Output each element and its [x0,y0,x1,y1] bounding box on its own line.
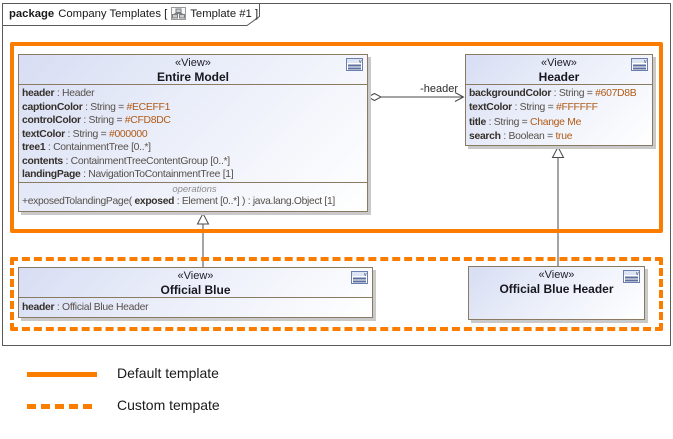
attributes-compartment: header : Official Blue Header [19,297,372,315]
view-window-icon: v [631,58,648,71]
class-name: Official Blue [160,283,231,297]
attribute: controlColor : String = #CFD8DC [22,115,171,126]
package-keyword: package [9,7,55,20]
aggregation-diamond-icon [366,92,383,102]
operations-compartment: operations +exposedTolandingPage( expose… [19,181,367,208]
legend-line-solid [27,372,97,377]
view-window-icon: v [351,271,368,284]
package-name: Company Templates [ [58,7,168,20]
operation: +exposedTolandingPage( exposed : Element… [22,195,335,207]
legend-label-default: Default template [117,365,219,381]
attribute: header : Official Blue Header [22,302,149,313]
attribute: tree1 : ContainmentTree [0..*] [22,142,151,153]
attribute: landingPage : NavigationToContainmentTre… [22,169,234,180]
class-title: «View» Entire Model v [19,55,367,84]
svg-text:v: v [359,59,362,65]
attribute: header : Header [22,88,95,99]
package-tab[interactable]: package Company Templates [ Template #1 … [2,3,264,27]
svg-text:v: v [364,272,367,278]
stereotype-label: «View» [175,57,211,69]
attribute: captionColor : String = #ECEFF1 [22,101,171,113]
stereotype-label: «View» [541,57,577,69]
class-official-blue-header[interactable]: «View» Official Blue Header v [468,266,645,320]
operations-label: operations [172,183,217,195]
diagram-name: Template #1 ] [190,7,259,20]
association-label: -header [420,83,458,95]
class-official-blue[interactable]: «View» Official Blue v header : Official… [18,267,373,318]
svg-text:v: v [644,59,647,65]
class-title: «View» Official Blue Header v [469,267,644,296]
svg-text:v: v [636,271,639,277]
legend-label-custom: Custom tempate [117,397,220,413]
package-tab-shape [2,3,260,26]
stereotype-label: «View» [177,270,214,282]
class-title: «View» Official Blue v [19,268,372,297]
attribute: textColor : String = #FFFFFF [469,102,598,114]
class-name: Header [538,70,580,84]
view-window-icon: v [623,270,640,283]
package-frame [2,3,671,346]
class-entire-model[interactable]: «View» Entire Model v header : Header ca… [18,54,368,212]
attribute: search : Boolean = true [469,130,573,142]
generalization-triangle-icon [551,145,565,158]
attributes-compartment: backgroundColor : String = #607D8B textC… [466,84,652,144]
class-header[interactable]: «View» Header v backgroundColor : String… [465,54,653,146]
generalization-triangle-icon [196,212,210,225]
custom-template-group[interactable] [10,257,663,331]
default-template-group[interactable] [10,42,663,233]
attributes-compartment: header : Header captionColor : String = … [19,84,367,182]
attribute: backgroundColor : String = #607D8B [469,88,637,99]
content-diagram-icon [171,7,187,20]
class-name: Official Blue Header [499,282,614,296]
attribute: textColor : String = #000000 [22,128,148,140]
view-window-icon: v [346,58,363,71]
legend-line-dashed [27,404,97,409]
class-title: «View» Header v [466,55,652,84]
stereotype-label: «View» [538,269,575,281]
attribute: title : String = Change Me [469,116,582,128]
open-arrowhead-icon [454,92,465,102]
class-name: Entire Model [156,70,229,84]
attribute: contents : ContainmentTreeContentGroup [… [22,155,230,167]
